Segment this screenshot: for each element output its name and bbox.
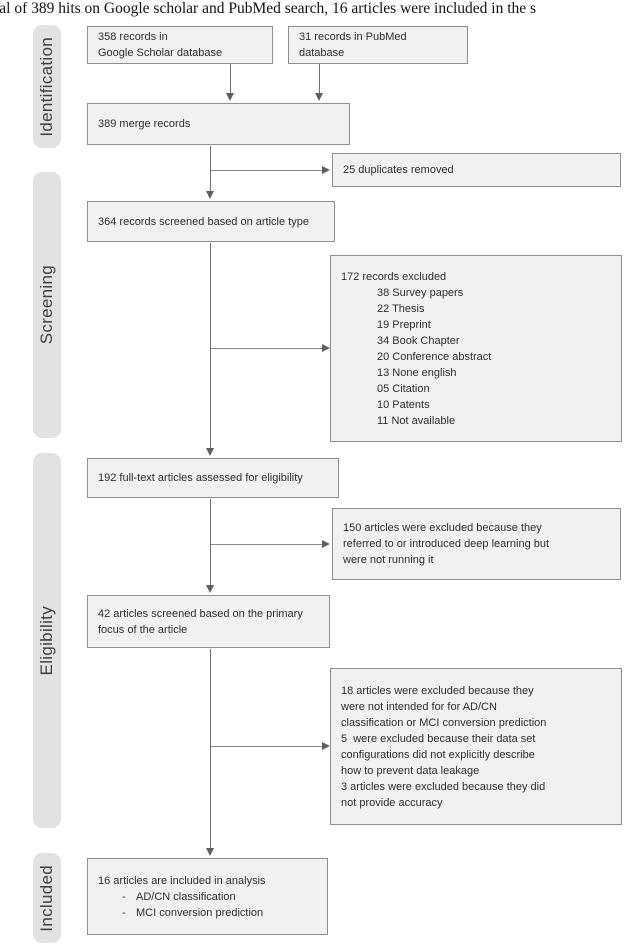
text-line: 31 records in PubMed — [299, 31, 407, 43]
arrowhead-down-icon — [206, 585, 214, 593]
text-line: 18 articles were excluded because they — [341, 684, 534, 697]
arrow-line — [211, 746, 322, 747]
bullet-dash: - — [122, 906, 126, 919]
excluded-item: 10 Patents — [377, 398, 430, 411]
arrow-line — [211, 348, 322, 349]
arrow-line — [210, 499, 211, 585]
excluded-item: 22 Thesis — [377, 302, 425, 315]
text-line: 25 duplicates removed — [343, 164, 454, 176]
arrow-line — [210, 146, 211, 191]
text-line: 3 articles were excluded because they di… — [341, 780, 546, 793]
arrowhead-down-icon — [206, 191, 214, 199]
stage-band-eligibility: Eligibility — [33, 453, 61, 828]
text-line: referred to or introduced deep learning … — [343, 538, 550, 550]
box-screened-records: 364 records screened based on article ty… — [87, 201, 335, 242]
arrowhead-right-icon — [322, 344, 330, 352]
text-line: 42 articles screened based on the primar… — [98, 607, 303, 620]
stage-band-screening: Screening — [33, 172, 61, 438]
stage-label-eligibility: Eligibility — [37, 605, 56, 676]
arrow-line — [210, 649, 211, 848]
box-excluded-by-type: 172 records excluded 38 Survey papers 22… — [330, 255, 622, 442]
text-line: database — [299, 47, 345, 59]
box-google-scholar-records: 358 records in Google Scholar database — [87, 26, 273, 64]
figure-caption: tal of 389 hits on Google scholar and Pu… — [0, 0, 537, 17]
box-excluded-reasons: 18 articles were excluded because they w… — [330, 668, 622, 825]
text-line: 150 articles were excluded because they — [343, 522, 542, 534]
text-line: were not intended for for AD/CN — [341, 700, 497, 713]
text-line: AD/CN classification — [136, 890, 236, 903]
text-line: focus of the article — [98, 623, 188, 636]
excluded-item: 05 Citation — [377, 382, 430, 395]
text-line: classification or MCI conversion predict… — [341, 716, 547, 729]
stage-label-identification: Identification — [37, 36, 56, 137]
box-duplicates-removed: 25 duplicates removed — [332, 153, 621, 187]
stage-band-identification: Identification — [33, 25, 61, 148]
stage-label-screening: Screening — [37, 265, 56, 345]
arrowhead-right-icon — [322, 540, 330, 548]
excluded-item: 13 None english — [377, 366, 457, 379]
text-line: configurations did not explicitly descri… — [341, 748, 535, 761]
text-line: Google Scholar database — [98, 47, 223, 59]
arrowhead-right-icon — [322, 166, 330, 174]
text-line: were not running it — [343, 554, 434, 566]
text-line: MCI conversion prediction — [136, 906, 264, 919]
arrow-line — [210, 243, 211, 448]
arrowhead-right-icon — [322, 742, 330, 750]
arrowhead-down-icon — [315, 93, 323, 101]
text-line: 16 articles are included in analysis — [98, 874, 266, 887]
excluded-item: 19 Preprint — [377, 318, 431, 331]
box-excluded-not-running: 150 articles were excluded because they … — [332, 508, 621, 580]
arrow-line — [211, 544, 322, 545]
text-line: how to prevent data leakage — [341, 764, 480, 777]
text-line: not provide accuracy — [341, 796, 443, 809]
box-pubmed-records: 31 records in PubMed database — [288, 26, 468, 64]
text-line: 5 were excluded because their data set — [341, 732, 536, 745]
text-line: 172 records excluded — [341, 270, 447, 283]
arrow-line — [211, 170, 322, 171]
box-included-articles: 16 articles are included in analysis - A… — [87, 858, 328, 935]
text-line: 389 merge records — [98, 118, 191, 130]
excluded-item: 34 Book Chapter — [377, 334, 460, 347]
box-primary-focus: 42 articles screened based on the primar… — [87, 595, 330, 648]
arrowhead-down-icon — [206, 848, 214, 856]
text-line: 192 full-text articles assessed for elig… — [98, 472, 303, 484]
excluded-item: 38 Survey papers — [377, 286, 464, 299]
arrow-line — [230, 64, 231, 93]
box-merged-records: 389 merge records — [87, 103, 350, 145]
excluded-item: 11 Not available — [377, 414, 456, 427]
stage-label-included: Included — [37, 864, 56, 932]
text-line: 364 records screened based on article ty… — [98, 215, 309, 228]
box-fulltext-assessed: 192 full-text articles assessed for elig… — [87, 458, 339, 498]
arrow-line — [319, 64, 320, 93]
bullet-dash: - — [122, 890, 126, 903]
text-line: 358 records in — [98, 31, 168, 43]
stage-band-included: Included — [33, 853, 61, 943]
arrowhead-down-icon — [206, 448, 214, 456]
arrowhead-down-icon — [226, 93, 234, 101]
excluded-item: 20 Conference abstract — [377, 350, 492, 363]
included-item: - MCI conversion prediction — [98, 905, 317, 921]
included-item: - AD/CN classification — [98, 889, 317, 905]
